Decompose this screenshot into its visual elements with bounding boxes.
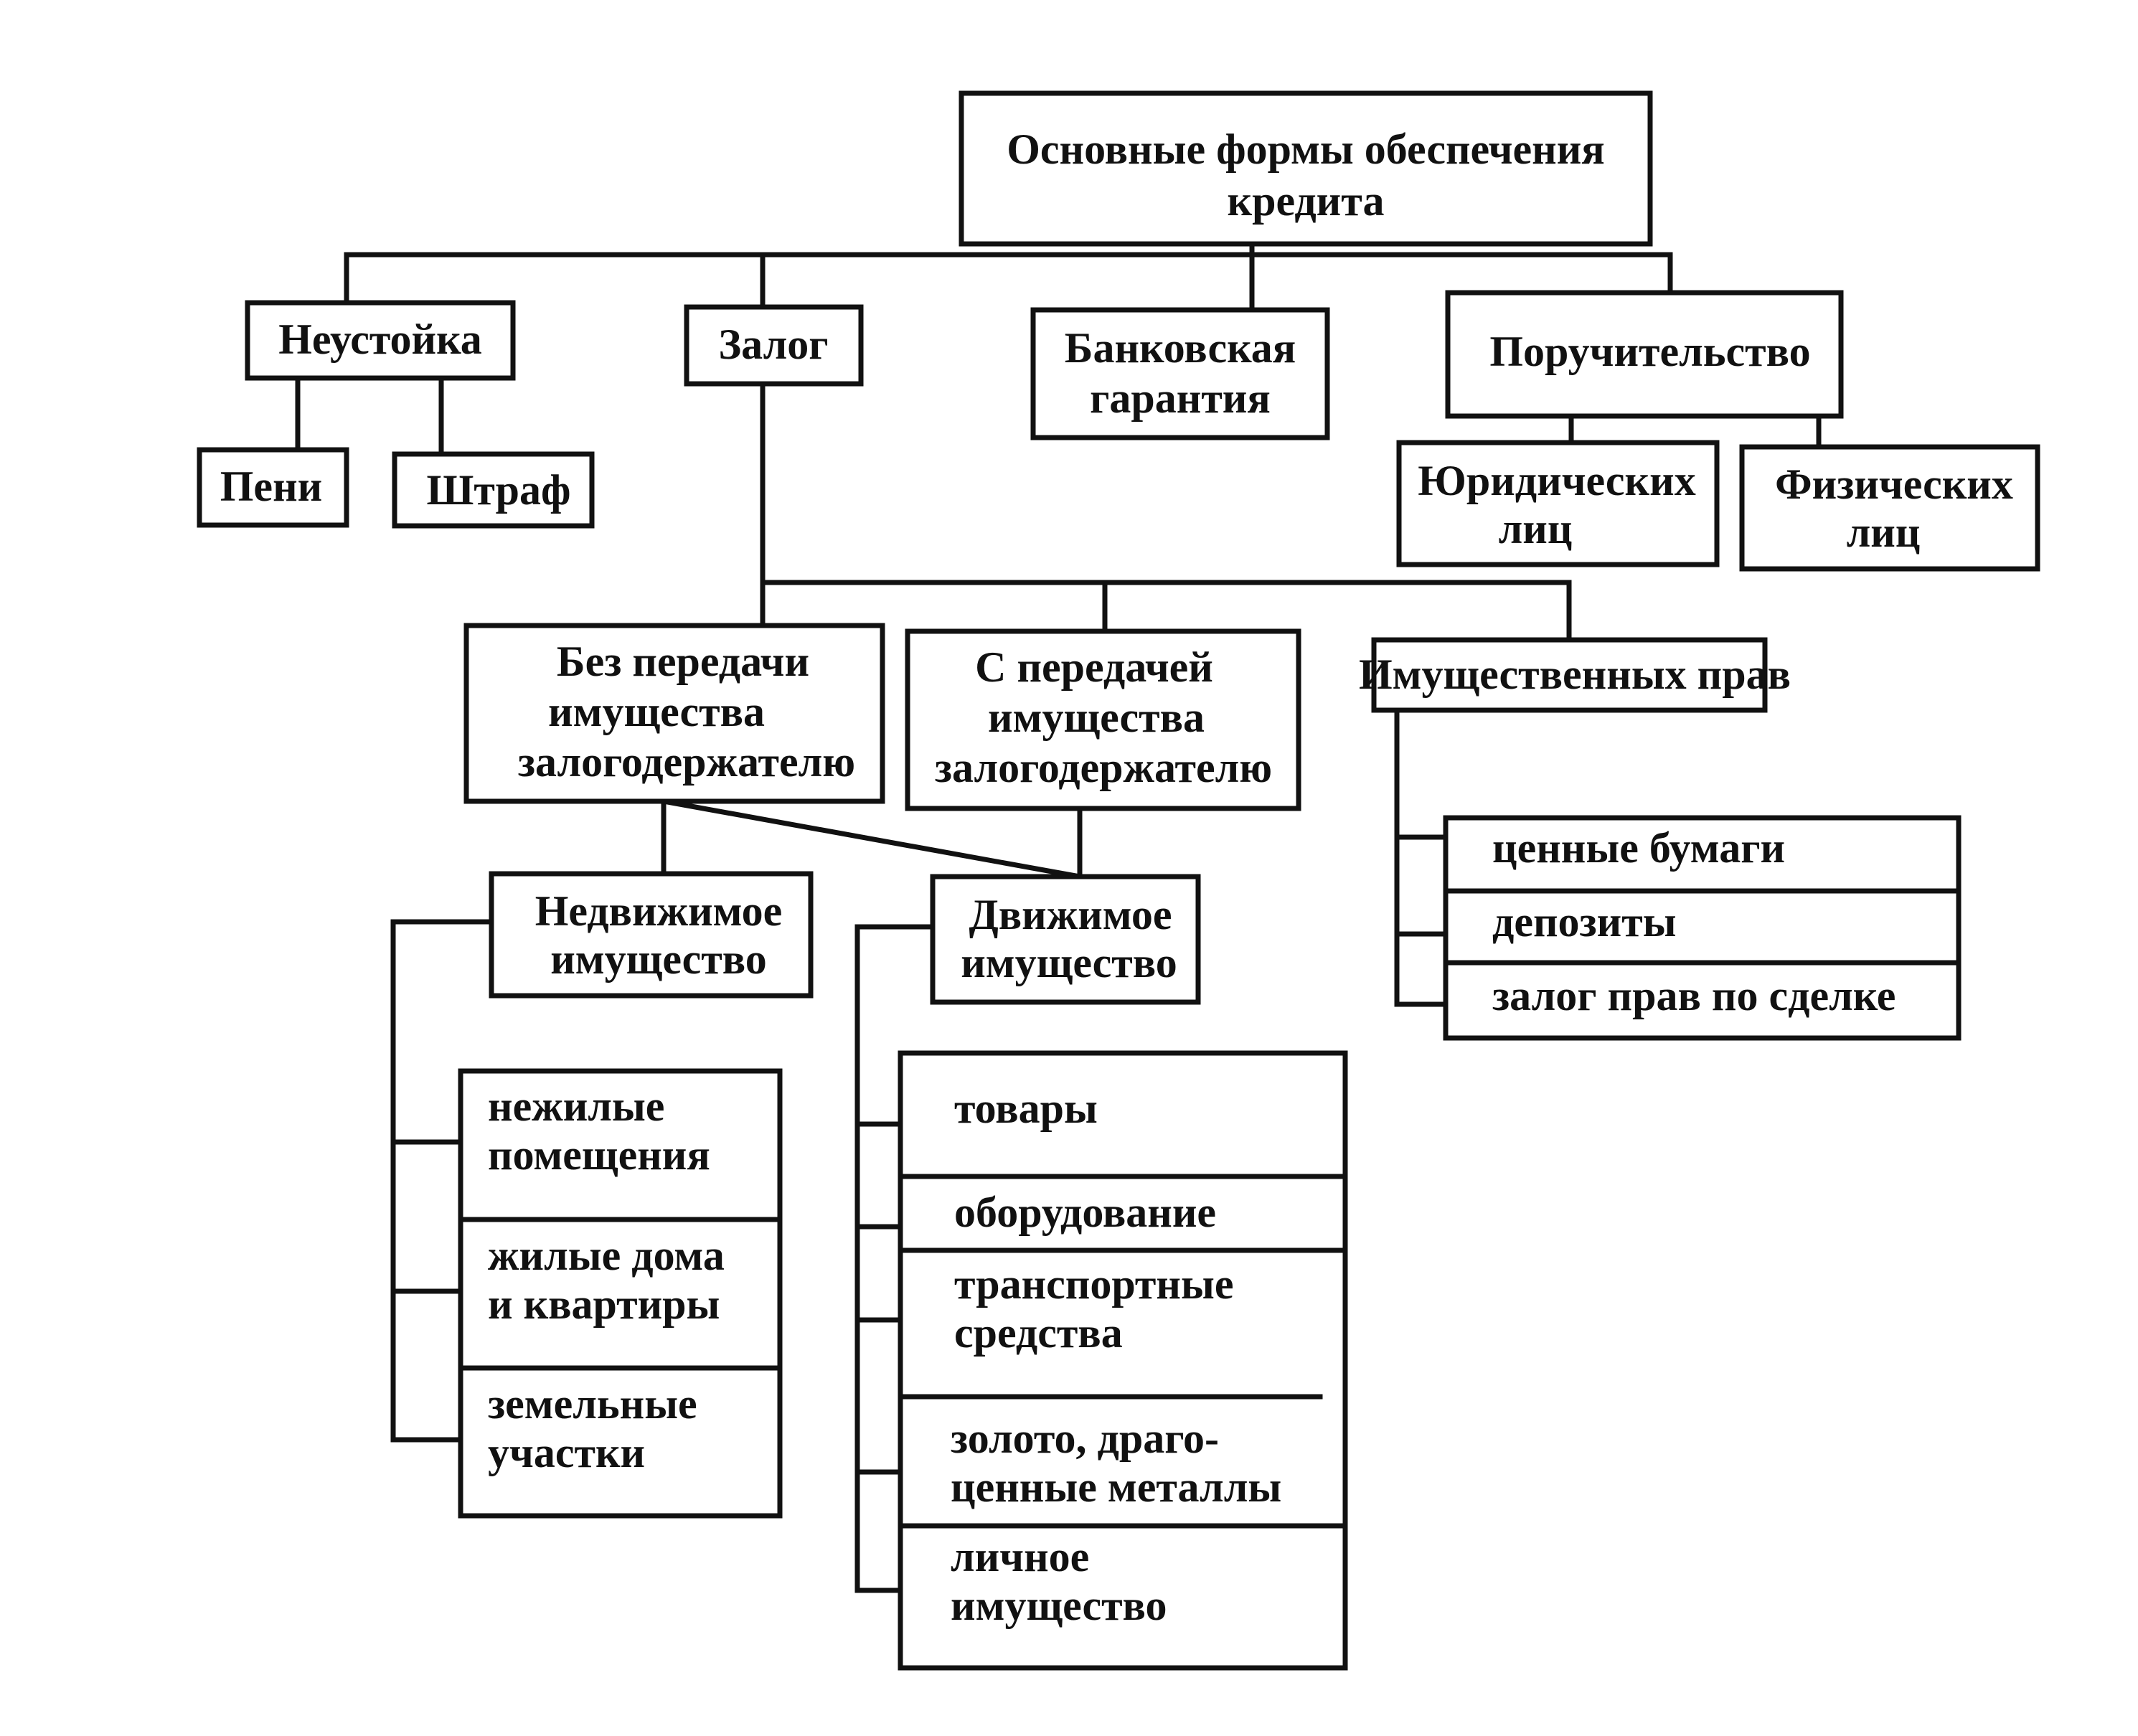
individuals-line2: лиц — [1847, 509, 1921, 556]
with-transfer-line3: залогодержателю — [935, 744, 1272, 791]
real-estate-line2: имущество — [550, 935, 767, 983]
node-legal-entities: Юридических лиц — [1396, 440, 1720, 567]
root-title-line1: Основные формы обеспечения — [1007, 126, 1605, 173]
surety-label: Поручительство — [1489, 328, 1810, 375]
without-transfer-line3: залогодержателю — [518, 738, 855, 786]
node-pledge: Залог — [684, 304, 864, 387]
real-estate-line1: Недвижимое — [535, 887, 783, 935]
node-root: Основные формы обеспечения кредита — [959, 90, 1653, 247]
node-without-transfer: Без передачи имущества залогодержателю — [463, 623, 885, 804]
list-movable: товары оборудование транспортные средств… — [898, 1050, 1348, 1671]
node-bank-guarantee: Банковская гарантия — [1030, 307, 1330, 440]
list-item: товары — [954, 1085, 1098, 1132]
node-surety: Поручительство — [1445, 290, 1844, 419]
pledge-label: Залог — [718, 321, 828, 368]
with-transfer-line1: С передачей — [975, 643, 1213, 691]
node-property-rights: Имущественных прав — [1359, 637, 1791, 713]
connectors — [295, 241, 1822, 1593]
list-item: залог прав по сделке — [1492, 972, 1896, 1019]
node-penalty: Неустойка — [245, 300, 516, 381]
peni-label: Пени — [220, 463, 322, 510]
node-real-estate: Недвижимое имущество — [489, 871, 814, 999]
legal-entities-line2: лиц — [1499, 505, 1573, 552]
list-item: и квартиры — [488, 1280, 720, 1328]
node-fine: Штраф — [392, 451, 595, 529]
node-with-transfer: С передачей имущества залогодержателю — [905, 628, 1301, 811]
list-item: ценные бумаги — [1492, 824, 1785, 872]
list-item: земельные — [488, 1380, 697, 1428]
list-item: депозиты — [1492, 898, 1677, 945]
list-item: жилые дома — [488, 1232, 725, 1279]
list-real-estate: нежилые помещения жилые дома и квартиры … — [458, 1068, 783, 1519]
movable-line2: имущество — [961, 939, 1177, 986]
node-individuals: Физических лиц — [1739, 444, 2040, 572]
list-property-rights: ценные бумаги депозиты залог прав по сде… — [1443, 815, 1962, 1041]
penalty-label: Неустойка — [278, 316, 482, 363]
list-item: имущество — [951, 1582, 1167, 1629]
without-transfer-line1: Без передачи — [557, 638, 809, 685]
root-title-line2: кредита — [1228, 177, 1385, 225]
list-item: оборудование — [954, 1189, 1216, 1236]
node-peni: Пени — [197, 447, 349, 528]
list-item: личное — [951, 1533, 1089, 1580]
fine-label: Штраф — [427, 466, 571, 514]
list-item: ценные металлы — [951, 1463, 1281, 1511]
list-item: нежилые — [488, 1082, 664, 1130]
bank-guarantee-line2: гарантия — [1090, 374, 1271, 422]
list-item: транспортные — [954, 1260, 1233, 1308]
list-item: золото, драго- — [951, 1415, 1219, 1462]
connector-without-to-movable — [660, 798, 1083, 880]
bank-guarantee-line1: Банковская — [1065, 324, 1296, 372]
list-item: помещения — [488, 1131, 710, 1179]
without-transfer-line2: имущества — [548, 688, 765, 735]
list-item: участки — [488, 1429, 645, 1476]
legal-entities-line1: Юридических — [1418, 457, 1695, 504]
node-movable: Движимое имущество — [930, 874, 1201, 1005]
movable-line1: Движимое — [969, 891, 1172, 938]
property-rights-label: Имущественных прав — [1359, 651, 1791, 698]
individuals-line1: Физических — [1775, 461, 2013, 508]
with-transfer-line2: имущества — [988, 694, 1205, 741]
list-item: средства — [954, 1309, 1123, 1357]
